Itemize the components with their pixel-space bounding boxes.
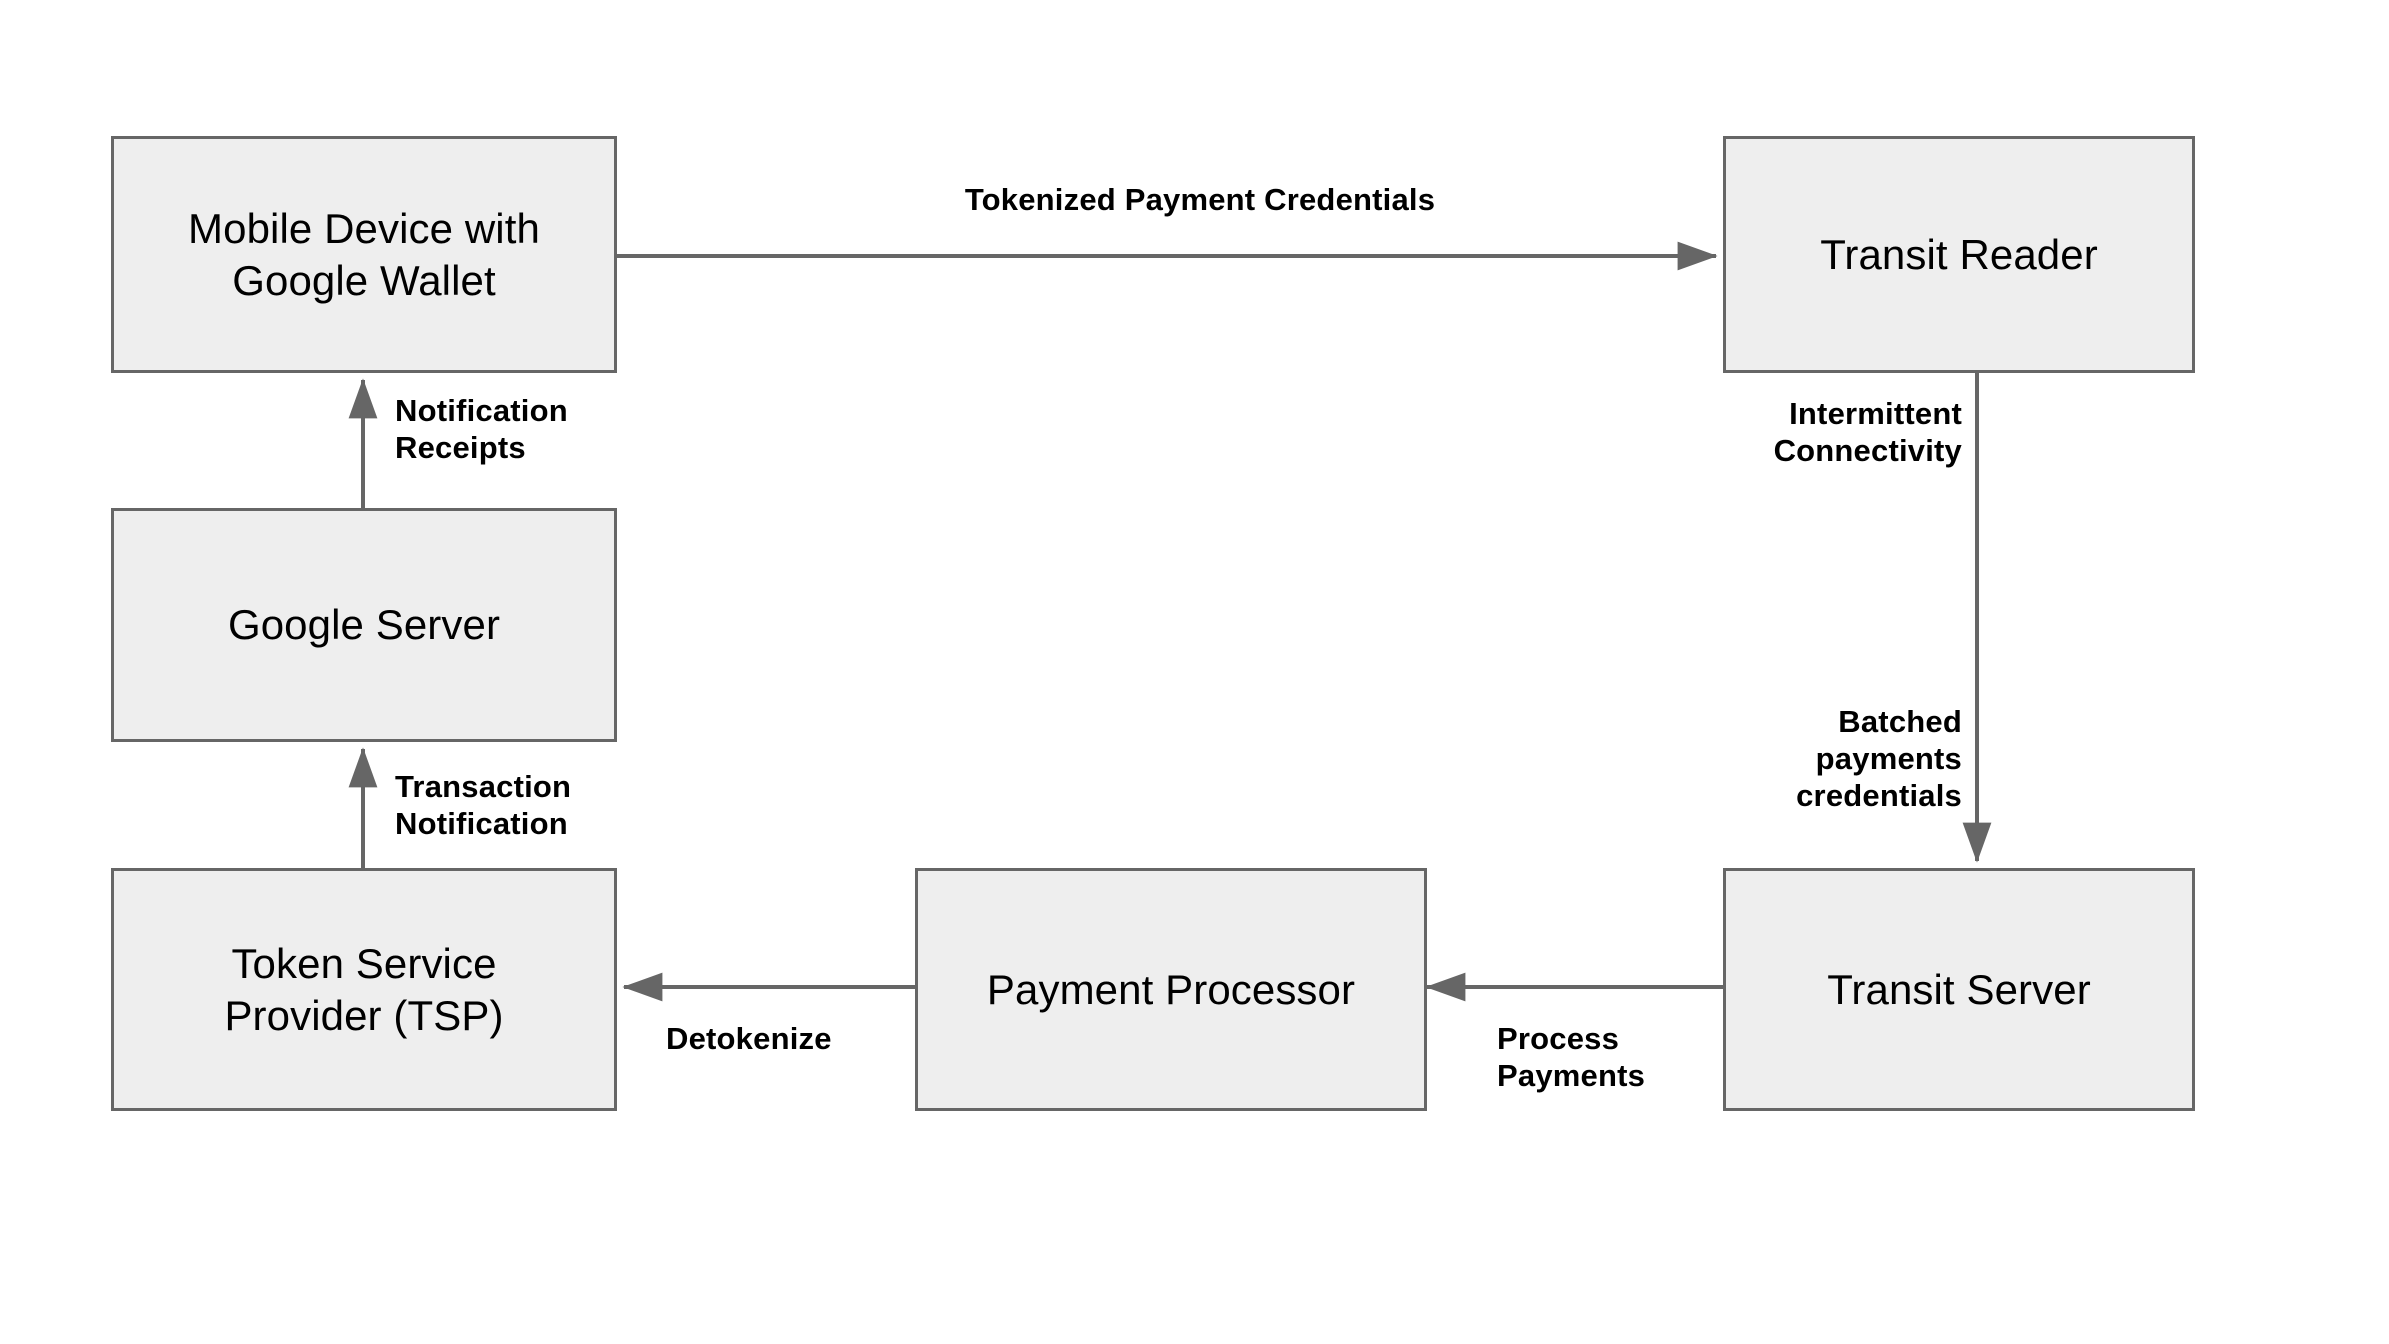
edge-label-detokenize: Detokenize [666, 1021, 832, 1056]
edge-label-intermittent-connectivity: Intermittent Connectivity [1773, 396, 1962, 469]
node-transit-server[interactable]: Transit Server [1723, 868, 2195, 1111]
edge-label-batched-payments-credentials: Batched payments credentials [1796, 704, 1962, 814]
edge-label-tokenized-payment-credentials: Tokenized Payment Credentials [964, 182, 1436, 217]
edge-label-notification-receipts: Notification Receipts [395, 393, 568, 466]
edge-label-transaction-notification: Transaction Notification [395, 769, 572, 842]
edge-label-process-payments: Process Payments [1497, 1021, 1646, 1094]
node-token-service-provider[interactable]: Token Service Provider (TSP) [111, 868, 617, 1111]
node-transit-reader[interactable]: Transit Reader [1723, 136, 2195, 373]
node-mobile-device[interactable]: Mobile Device with Google Wallet [111, 136, 617, 373]
node-google-server[interactable]: Google Server [111, 508, 617, 742]
node-payment-processor[interactable]: Payment Processor [915, 868, 1427, 1111]
